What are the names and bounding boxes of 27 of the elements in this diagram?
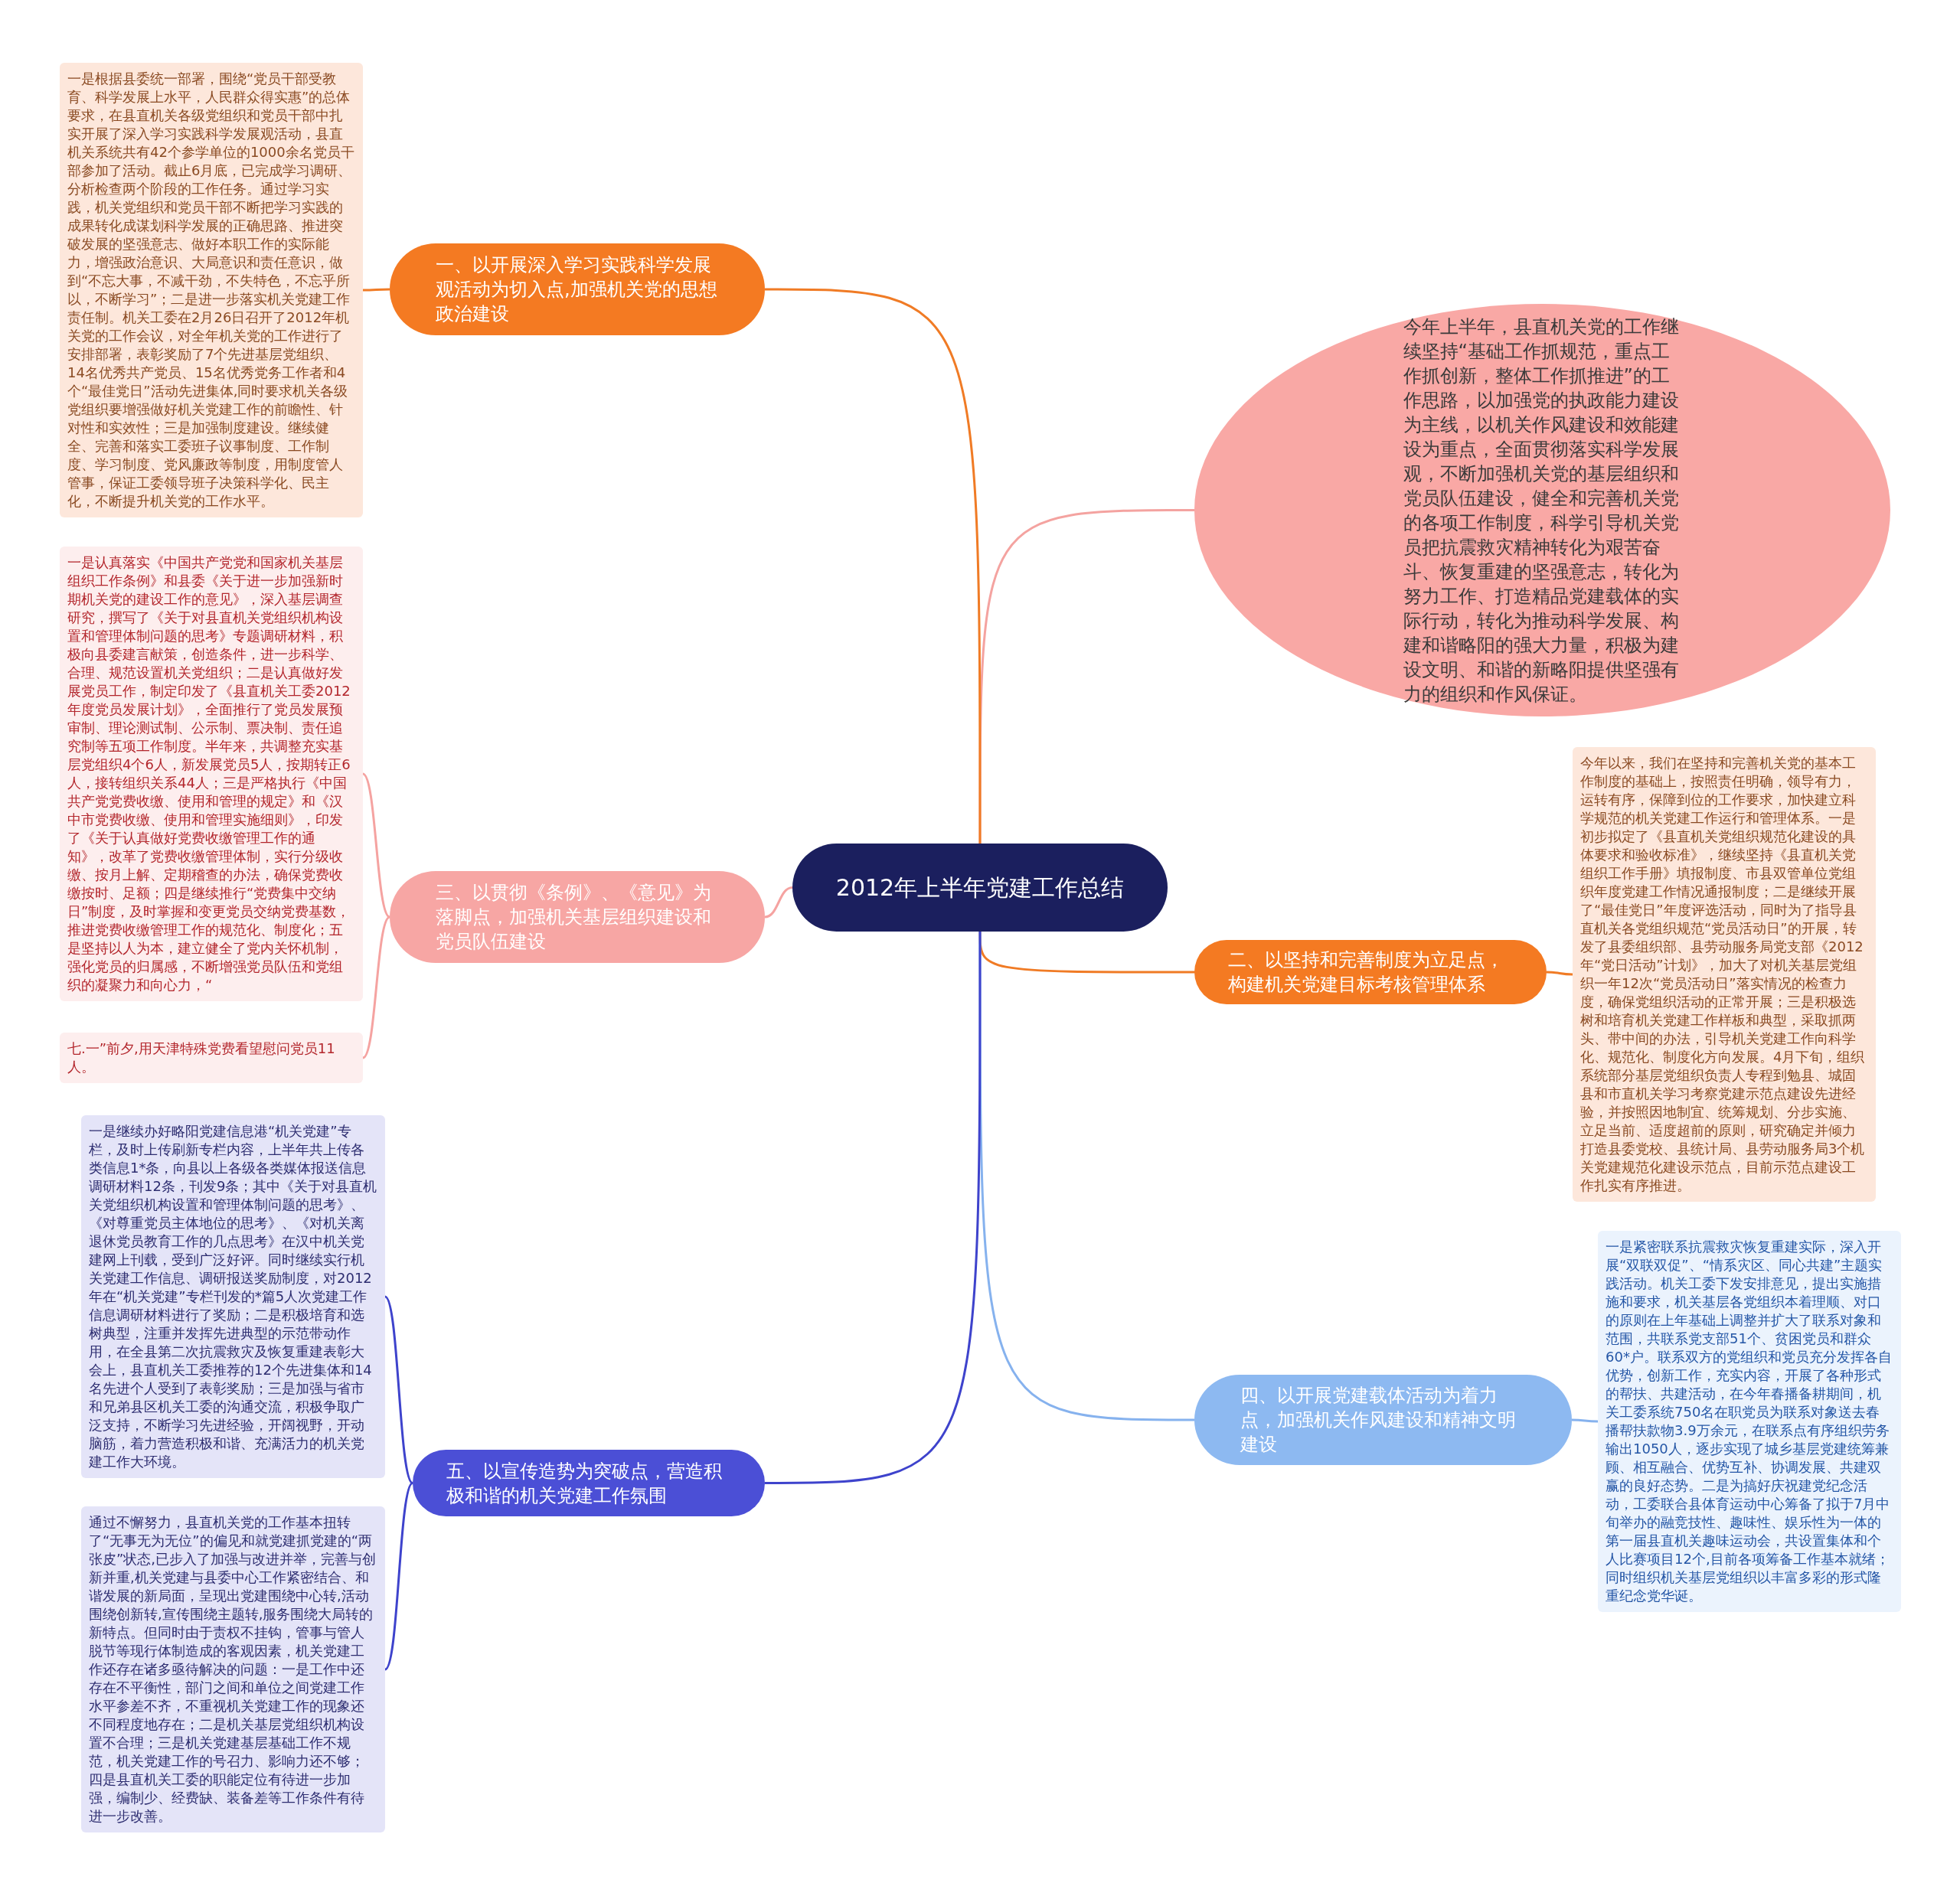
connector-line <box>362 772 390 919</box>
detail-paragraph: 一是根据县委统一部署，围绕“党员干部受教育、科学发展上水平，人民群众得实惠”的总体要求，在县直机关各级党组织和党员干部中扎实开展了深入学习实践科学发展观活动，县直机关系统共有42个参学单位的1000余名党员干部参加了活动。截止6月底，已完成学习调研、分析检查两个阶段的工作任务。通过学习实践，机关党组织和党员干部不断把学习实践的成果转化成谋划科学发展的正确思路、推进突破发展的坚强意志、做好本职工作的实际能力，增强政治意识、大局意识和责任意识，做到“不忘大事，不减干劲，不失特色，不忘乎所以，不断学习”；二是进一步落实机关党建工作责任制。机关工委在2月26日召开了2012年机关党的工作会议，对全年机关党的工作进行了安排部署，表彰奖励了7个先进基层党组织、14名优秀共产党员、15名优秀党务工作者和4个“最佳党日”活动先进集体,同时要求机关各级党组织要增强做好机关党建工作的前瞻性、针对性和实效性；三是加强制度建设。继续健全、完善和落实工委班子议事制度、工作制度、学习制度、党风廉政等制度，用制度管人管事，保证工委领导班子决策科学化、民主化，不断提升机关党的工作水平。 <box>67 70 355 511</box>
connector-line <box>1546 971 1573 976</box>
detail-paragraph: 七.一”前夕,用天津特殊党费看望慰问党员11人。 <box>67 1039 336 1076</box>
connector-line <box>384 1296 414 1484</box>
central-topic-title: 2012年上半年党建工作总结 <box>835 873 1125 902</box>
detail-paragraph: 今年以来，我们在坚持和完善机关党的基本工作制度的基础上，按照责任明确，领导有力，运转有序，保障到位的工作要求，加快建立科学规范的机关党建工作运行和管理体系。一是初步拟定了《县直机关党组织规范化建设的具体要求和验收标准》，继续坚持《县直机关党组织工作手册》填报制度、市县双管单位党组织年度党建工作情况通报制度；二是继续开展了“最佳党日”年度评选活动，同时为了指导县直机关各党组织规范“党员活动日”的开展，转发了县委组织部、县劳动服务局党支部《2012年“党日活动”计划》，加大了对机关基层党组织一年12次“党员活动日”落实情况的检查力度，确保党组织活动的正常开展；三是积极选树和培育机关党建工作样板和典型，采取抓两头、带中间的办法，引导机关党建工作向科学化、规范化、制度化方向发展。4月下旬，组织系统部分基层党组织负责人专程到勉县、城固县和市直机关学习考察党建示范点建设先进经验，并按照因地制宜、统筹规划、分步实施、立足当前、适度超前的原则，研究确定并倾力打造县委党校、县统计局、县劳动服务局3个机关党建规范化建设示范点，目前示范点建设工作扎实有序推进。 <box>1580 754 1866 1195</box>
connector-line <box>765 932 982 1484</box>
branch-heading: 五、以宣传造势为突破点，营造积极和谐的机关党建工作氛围 <box>446 1459 723 1508</box>
detail-paragraph: 一是认真落实《中国共产党党和国家机关基层组织工作条例》和县委《关于进一步加强新时期机关党的建设工作的意见》，深入基层调查研究，撰写了《关于对县直机关党组织机构设置和管理体制问题的思考》专题调研材料，积极向县委建言献策，创造条件，进一步科学、合理、规范设置机关党组织；二是认真做好发展党员工作，制定印发了《县直机关工委2012年度党员发展计划》，全面推行了党员发展预审制、理论测试制、公示制、票决制、责任追究制等五项工作制度。半年来，共调整充实基层党组织4个6人，新发展党员5人，按期转正6人，接转组织关系44人；三是严格执行《中国共产党党费收缴、使用和管理的规定》和《汉中市党费收缴、使用和管理实施细则》，印发了《关于认真做好党费收缴管理工作的通知》，改革了党费收缴管理体制，实行分级收缴、按月上解、定期稽查的办法，确保党费收缴按时、足额；四是继续推行“党费集中交纳日”制度，及时掌握和变更党员交纳党费基数，推进党费收缴管理工作的规范化、制度化；五是坚持以人为本，建立健全了党内关怀机制，强化党员的归属感，不断增强党员队伍和党组织的凝聚力和向心力，“ <box>67 553 351 994</box>
branch-heading: 二、以坚持和完善制度为立足点，构建机关党建目标考核管理体系 <box>1228 948 1504 997</box>
connector-line <box>384 1482 414 1670</box>
summary-paragraph: 今年上半年，县直机关党的工作继续坚持“基础工作抓规范，重点工作抓创新，整体工作抓推进”的工作思路，以加强党的执政能力建设为主线，以机关作风建设和效能建设为重点，全面贯彻落实科学发展观，不断加强机关党的基层组织和党员队伍建设，健全和完善机关党的各项工作制度，科学引导机关党员把抗震救灾精神转化为艰苦奋斗、恢复重建的坚强意志，转化为努力工作、打造精品党建载体的实际行动，转化为推动科学发展、构建和谐略阳的强大力量，积极为建设文明、和谐的新略阳提供坚强有力的组织和作风保证。 <box>1403 315 1680 707</box>
detail-paragraph: 一是继续办好略阳党建信息港“机关党建”专栏，及时上传刷新专栏内容，上半年共上传各类信息1*条，向县以上各级各类媒体报送信息调研材料12条，刊发9条；其中《关于对县直机关党组织机构设置和管理体制问题的思考》、《对尊重党员主体地位的思考》、《对机关离退休党员教育工作的几点思考》在汉中机关党建网上刊载，受到广泛好评。同时继续实行机关党建工作信息、调研报送奖励制度，对2012年在“机关党建”专栏刊发的*篇5人次党建工作信息调研材料进行了奖励；二是积极培育和选树典型，注重并发挥先进典型的示范带动作用，在全县第二次抗震救灾及恢复重建表彰大会上，县直机关工委推荐的12个先进集体和14名先进个人受到了表彰奖励；三是加强与省市和兄弟县区机关工委的沟通交流，积极争取广泛支持，不断学习先进经验，开阔视野，开动脑筋，着力营造积极和谐、充满活力的机关党建工作大环境。 <box>89 1122 377 1471</box>
connector-line <box>978 509 1194 844</box>
connector-line <box>362 915 390 1059</box>
connector-line <box>1572 1418 1598 1423</box>
detail-note-card <box>60 1033 363 1083</box>
branch-heading: 三、以贯彻《条例》、《意见》为落脚点，加强机关基层组织建设和党员队伍建设 <box>436 881 712 954</box>
connector-line <box>765 288 982 844</box>
connector-line <box>764 886 793 919</box>
branch-heading: 四、以开展党建载体活动为着力点，加强机关作风建设和精神文明建设 <box>1240 1384 1517 1457</box>
detail-paragraph: 通过不懈努力，县直机关党的工作基本扭转了“无事无为无位”的偏见和就党建抓党建的“两张皮”状态,已步入了加强与改进并举，完善与创新并重,机关党建与县委中心工作紧密结合、和谐发展的新局面，呈现出党建围绕中心转,活动围绕创新转,宣传围绕主题转,服务围绕大局转的新特点。但同时由于责权不挂钩，管事与管人脱节等现行体制造成的客观因素，机关党建工作还存在诸多亟待解决的问题：一是工作中还存在不平衡性，部门之间和单位之间党建工作水平参差不齐，不重视机关党建工作的现象还不同程度地存在；二是机关基层党组织机构设置不合理；三是机关党建基层基础工作不规范，机关党建工作的号召力、影响力还不够；四是县直机关工委的职能定位有待进一步加强，编制少、经费缺、装备差等工作条件有待进一步改善。 <box>89 1513 377 1826</box>
branch-heading: 一、以开展深入学习实践科学发展观活动为切入点,加强机关党的思想政治建设 <box>436 253 718 326</box>
detail-paragraph: 一是紧密联系抗震救灾恢复重建实际，深入开展“双联双促”、“情系灾区、同心共建”主题实践活动。机关工委下发安排意见，提出实施措施和要求，机关基层各党组织本着理顺、对口的原则在上年基础上调整并扩大了联系对象和范围，共联系党支部51个、贫困党员和群众60*户。联系双方的党组织和党员充分发挥各自优势，创新工作，充实内容，开展了各种形式的帮扶、共建活动，在今年春播备耕期间，机关工委系统750名在职党员为联系对象送去春播帮扶款物3.9万余元，在联系点有序组织劳务输出1050人，逐步实现了城乡基层党建统筹兼顾、相互融合、优势互补、协调发展、共建双赢的良好态势。二是为搞好庆祝建党纪念活动，工委联合县体育运动中心筹备了拟于7月中旬举办的融竞技性、趣味性、娱乐性为一体的第一届县直机关趣味运动会，共设置集体和个人比赛项目12个,目前各项筹备工作基本就绪；同时组织机关基层党组织以丰富多彩的形式隆重纪念党华诞。 <box>1606 1238 1893 1605</box>
connector-line <box>363 288 390 292</box>
connector-line <box>978 932 1194 1421</box>
